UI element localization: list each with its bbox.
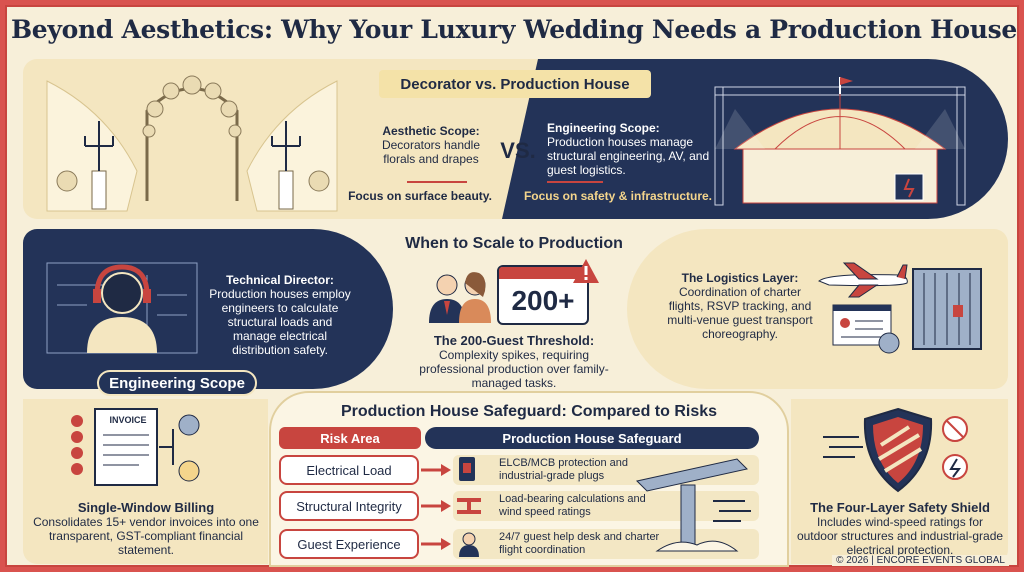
plane-icon: [818, 262, 908, 298]
calendar-header: [499, 267, 587, 279]
divider-slant: [502, 59, 572, 219]
section1-heading: Decorator vs. Production House: [379, 70, 651, 98]
beam-icon: [457, 498, 481, 514]
threshold-text: The 200-Guest Threshold: Complexity spik…: [405, 333, 623, 391]
billing-text: Single-Window Billing Consolidates 15+ v…: [31, 500, 261, 558]
engineering-scope-label: Engineering Scope:: [547, 121, 660, 135]
aesthetic-scope-text: Aesthetic Scope: Decorators handle flora…: [375, 124, 487, 166]
risk-area-header: Risk Area: [279, 427, 421, 449]
technical-director-label: Technical Director:: [226, 273, 334, 287]
section2-heading: When to Scale to Production: [405, 235, 623, 252]
aesthetic-scope-desc: Decorators handle florals and drapes: [381, 138, 481, 166]
threshold-label: The 200-Guest Threshold:: [433, 333, 595, 348]
billing-desc: Consolidates 15+ vendor invoices into on…: [33, 515, 259, 557]
engineering-scope-badge: Engineering Scope: [97, 370, 257, 396]
row-arrow-2: [421, 500, 451, 512]
logistics-desc: Coordination of charter flights, RSVP tr…: [667, 285, 813, 341]
risk-row-2: Structural Integrity: [279, 491, 419, 521]
guest-count: 200+: [511, 285, 575, 316]
section3-heading: Production House Safeguard: Compared to …: [340, 403, 718, 420]
invoice-icon: [71, 408, 200, 486]
logistics-label: The Logistics Layer:: [681, 271, 799, 285]
invoice-label: INVOICE: [109, 415, 147, 425]
steel-beam-illustration: [636, 458, 751, 552]
engineering-scope-text: Engineering Scope: Production houses man…: [547, 121, 712, 177]
safeguard-header: Production House Safeguard: [425, 427, 759, 449]
engineering-focus: Focus on safety & infrastructure.: [523, 189, 713, 203]
help-desk-icon: [459, 532, 479, 557]
guest-couple-icon: [429, 272, 491, 323]
footer-copyright: © 2026 | ENCORE EVENTS GLOBAL: [832, 555, 1009, 566]
shield-desc: Includes wind-speed ratings for outdoor …: [796, 515, 1004, 557]
safeguard-row-2-text: Load-bearing calculations and wind speed…: [499, 493, 646, 518]
aesthetic-rule: [407, 181, 467, 183]
warning-icon: [573, 259, 599, 283]
page-title: Beyond Aesthetics: Why Your Luxury Weddi…: [10, 15, 1018, 44]
floral-arch-illustration: [46, 75, 338, 212]
breaker-icon: [459, 457, 475, 481]
engineering-scope-desc: Production houses manage structural engi…: [547, 135, 710, 177]
threshold-desc: Complexity spikes, requiring professiona…: [419, 348, 609, 390]
safeguard-row-3-text: 24/7 guest help desk and charter flight …: [499, 531, 660, 556]
engineering-rule: [547, 181, 603, 183]
risk-row-3: Guest Experience: [279, 529, 419, 559]
safeguard-row-2: Load-bearing calculations and wind speed…: [453, 491, 759, 521]
row-arrow-3: [421, 538, 451, 550]
calendar-200-card: 200+: [497, 265, 589, 325]
shield-text: The Four-Layer Safety Shield Includes wi…: [795, 500, 1005, 558]
safeguard-row-3: 24/7 guest help desk and charter flight …: [453, 529, 759, 559]
shield-label: The Four-Layer Safety Shield: [810, 500, 990, 515]
logistics-text: The Logistics Layer: Coordination of cha…: [665, 271, 815, 341]
aesthetic-focus: Focus on surface beauty.: [348, 189, 492, 203]
tent-truss-illustration: [714, 77, 966, 206]
vs-label: VS.: [500, 138, 536, 163]
risk-row-1: Electrical Load: [279, 455, 419, 485]
technical-panel: [23, 229, 393, 389]
booking-screen-icon: [832, 304, 900, 354]
shipping-container-icon: [912, 268, 982, 350]
infographic-frame: Beyond Aesthetics: Why Your Luxury Weddi…: [5, 5, 1019, 567]
row-arrow-1: [421, 464, 451, 476]
technical-director-text: Technical Director: Production houses em…: [205, 273, 355, 357]
safeguard-row-1-text: ELCB/MCB protection and industrial-grade…: [499, 457, 629, 482]
technical-director-desc: Production houses employ engineers to ca…: [209, 287, 351, 357]
safety-shield-icon: [823, 407, 968, 493]
billing-label: Single-Window Billing: [77, 500, 215, 515]
technical-director-illustration: [46, 262, 198, 354]
aesthetic-scope-label: Aesthetic Scope:: [382, 124, 480, 138]
